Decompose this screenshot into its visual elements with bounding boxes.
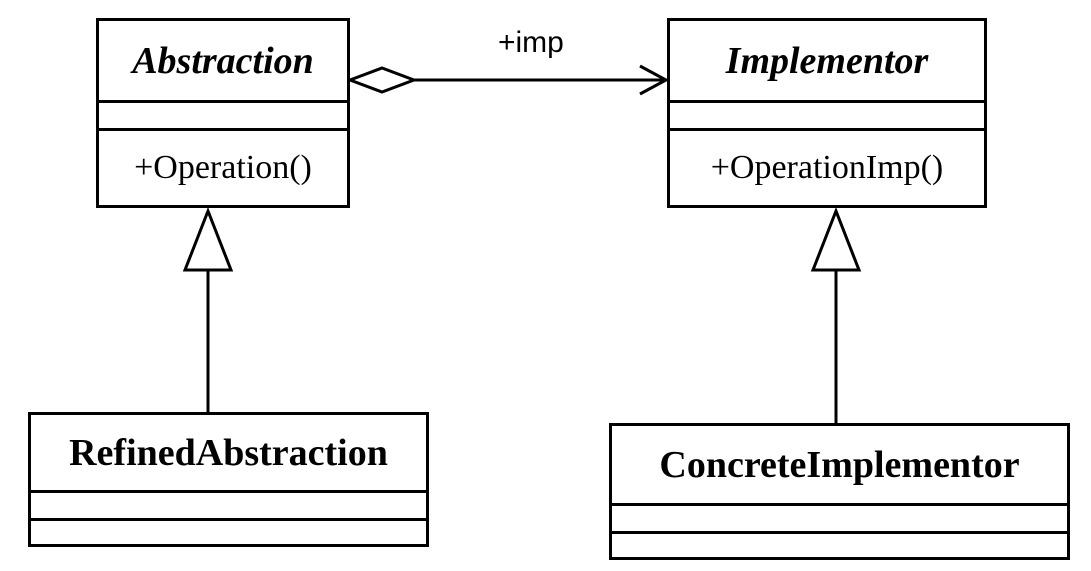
class-implementor[interactable]: Implementor +OperationImp() (667, 18, 987, 208)
class-concrete-implementor[interactable]: ConcreteImplementor (609, 423, 1070, 560)
generalization-refined-to-abstraction (182, 206, 234, 412)
class-refined-abstraction[interactable]: RefinedAbstraction (28, 412, 429, 547)
class-name: ConcreteImplementor (612, 426, 1067, 506)
generalization-concrete-to-implementor (810, 206, 862, 423)
association-label: +imp (498, 26, 564, 59)
class-abstraction[interactable]: Abstraction +Operation() (96, 18, 350, 208)
attributes-compartment (612, 506, 1067, 534)
operations-compartment: +Operation() (134, 149, 312, 186)
inheritance-triangle-icon (810, 206, 862, 272)
class-name: Implementor (670, 21, 984, 103)
navigability-arrow-icon (639, 64, 670, 96)
attributes-compartment (31, 493, 426, 521)
operations-compartment (31, 521, 426, 544)
attributes-compartment (99, 103, 347, 131)
class-name: RefinedAbstraction (31, 415, 426, 493)
operations-compartment (612, 534, 1067, 557)
attributes-compartment (670, 103, 984, 131)
inheritance-triangle-icon (182, 206, 234, 272)
class-name: Abstraction (99, 21, 347, 103)
aggregation-diamond-icon (345, 66, 419, 94)
operations-compartment: +OperationImp() (710, 149, 944, 186)
aggregation-connector (345, 64, 670, 96)
